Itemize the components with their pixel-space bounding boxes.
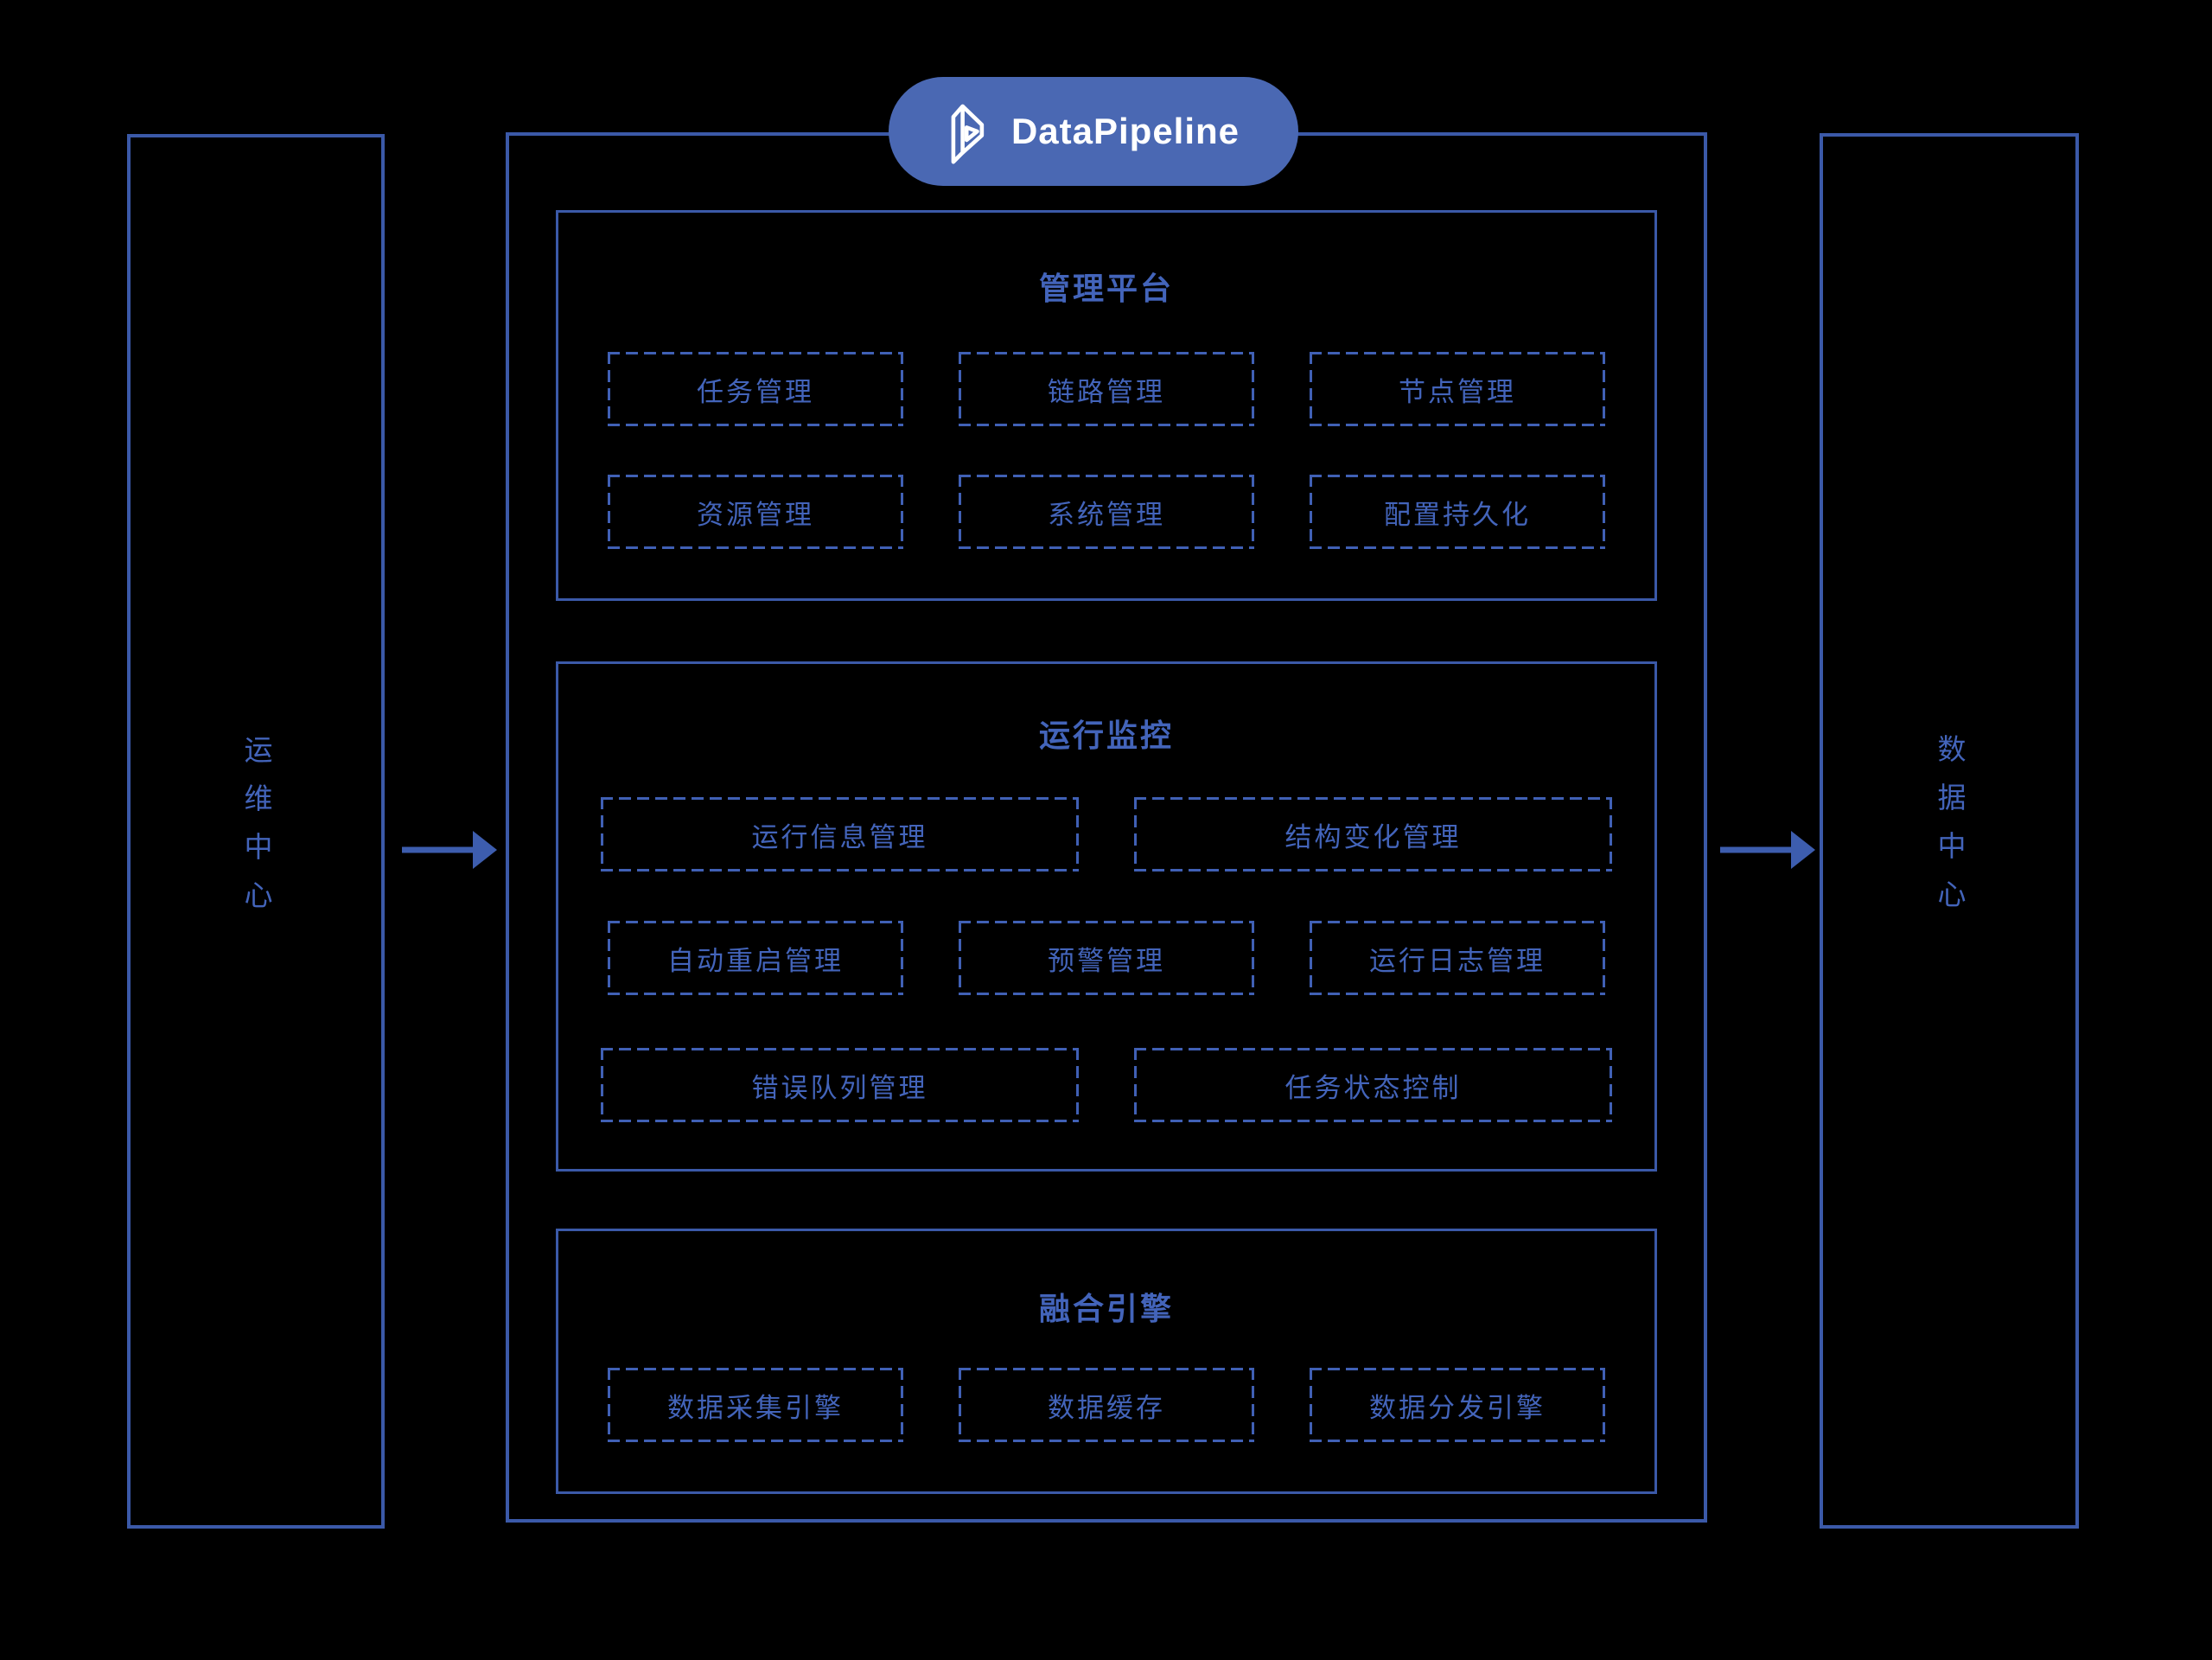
- section-title-runtime-monitoring: 运行监控: [1038, 718, 1174, 753]
- ops-center-label: 运维中心: [240, 734, 272, 929]
- section-title-fusion-engine: 融合引擎: [1038, 1291, 1174, 1326]
- module-task-management: 任务管理: [608, 352, 903, 426]
- module-data-collection-engine: 数据采集引擎: [608, 1368, 903, 1442]
- module-runtime-info-management: 运行信息管理: [601, 797, 1079, 872]
- module-error-queue-management: 错误队列管理: [601, 1048, 1079, 1122]
- arrow-center-to-right-icon: [1720, 831, 1815, 869]
- section-management-platform: 管理平台 任务管理 链路管理 节点管理 资源管理 系统管理 配置持久化: [556, 210, 1657, 601]
- module-auto-restart-management: 自动重启管理: [608, 921, 903, 995]
- module-schema-change-management: 结构变化管理: [1134, 797, 1612, 872]
- module-system-management: 系统管理: [959, 475, 1254, 549]
- module-link-management: 链路管理: [959, 352, 1254, 426]
- module-config-persistence: 配置持久化: [1310, 475, 1605, 549]
- row: 数据采集引擎 数据缓存 数据分发引擎: [558, 1368, 1654, 1442]
- row: 任务管理 链路管理 节点管理: [558, 352, 1654, 426]
- row: 资源管理 系统管理 配置持久化: [558, 475, 1654, 549]
- section-title-management-platform: 管理平台: [1038, 271, 1174, 306]
- data-center-panel: 数据中心: [1820, 133, 2079, 1529]
- module-task-state-control: 任务状态控制: [1134, 1048, 1612, 1122]
- brand-name: DataPipeline: [1010, 111, 1240, 151]
- brand-pill: DataPipeline: [889, 77, 1298, 186]
- module-alert-management: 预警管理: [959, 921, 1254, 995]
- ops-center-panel: 运维中心: [127, 134, 385, 1529]
- row: 错误队列管理 任务状态控制: [558, 1048, 1654, 1122]
- datapipeline-prism-icon: [951, 104, 985, 164]
- section-runtime-monitoring: 运行监控 运行信息管理 结构变化管理 自动重启管理 预警管理 运行日志管理 错误…: [556, 661, 1657, 1172]
- module-data-distribution-engine: 数据分发引擎: [1310, 1368, 1605, 1442]
- module-resource-management: 资源管理: [608, 475, 903, 549]
- section-fusion-engine: 融合引擎 数据采集引擎 数据缓存 数据分发引擎: [556, 1229, 1657, 1494]
- arrow-left-to-center-icon: [402, 831, 497, 869]
- data-center-label: 数据中心: [1934, 734, 1966, 928]
- row: 自动重启管理 预警管理 运行日志管理: [558, 921, 1654, 995]
- module-node-management: 节点管理: [1310, 352, 1605, 426]
- module-runtime-log-management: 运行日志管理: [1310, 921, 1605, 995]
- row: 运行信息管理 结构变化管理: [558, 797, 1654, 872]
- module-data-cache: 数据缓存: [959, 1368, 1254, 1442]
